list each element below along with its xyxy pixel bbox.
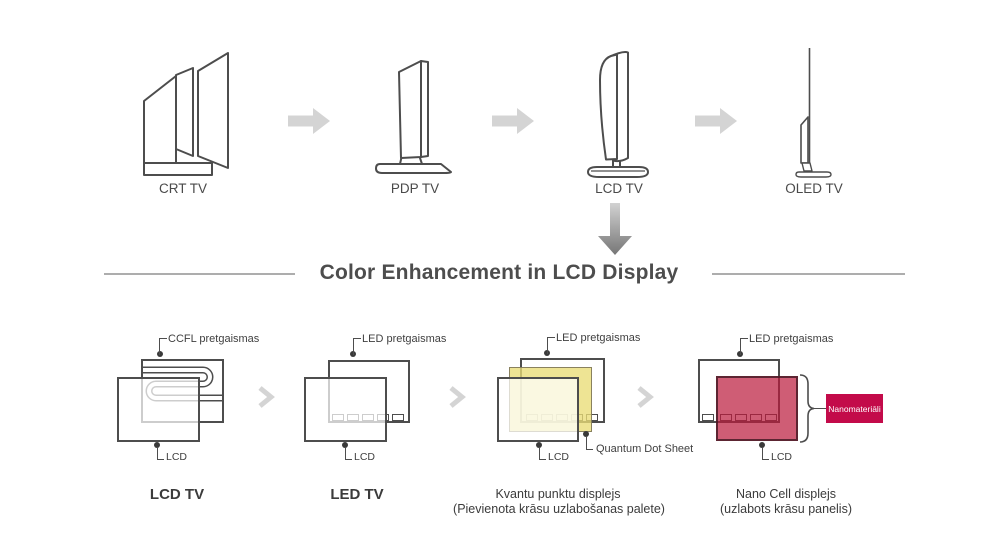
lcd-panel-rect [304,377,387,442]
section-title: Color Enhancement in LCD Display [319,261,679,284]
panel-label: LCD [771,451,793,463]
connector-dot [759,442,765,448]
down-arrow-icon [598,203,632,255]
diagram-title-quantum: Kvantu punktu displejs [495,487,621,501]
pdp-tv-label: PDP TV [390,181,440,196]
connector-bracket [739,338,748,355]
diagram-title-lcd-tv: LCD TV [149,486,205,503]
chevron-right-icon [258,386,275,408]
title-rule-right [712,273,905,275]
diagram-subtitle-nanocell: (uzlabots krāsu panelis) [719,502,853,516]
right-arrow-icon [288,108,330,134]
diagram-title-led-tv: LED TV [330,486,384,503]
diagram-title-nanocell: Nano Cell displejs [735,487,837,501]
crt-tv-icon [143,52,229,176]
right-arrow-icon [695,108,737,134]
panel-label: LCD [548,451,570,463]
led-strip [392,414,404,421]
connector-dot [154,442,160,448]
chevron-right-icon [637,386,654,408]
diagram-subtitle-quantum: (Pievienota krāsu uzlabošanas palete) [453,502,665,516]
backlight-label: LED pretgaismas [362,333,447,345]
backlight-label: LED pretgaismas [749,333,834,345]
connector-bracket [586,437,593,450]
lcd-panel-rect [117,377,200,442]
nanomaterials-badge: Nanomateriāli [826,394,883,423]
panel-label: LCD [166,451,188,463]
title-rule-left [104,273,295,275]
panel-label: LCD [354,451,376,463]
sheet-label: Quantum Dot Sheet [596,443,694,455]
oled-tv-icon [795,48,832,178]
connector-dot [536,442,542,448]
backlight-label: CCFL pretgaismas [168,333,260,345]
connector-bracket [345,448,352,460]
backlight-label: LED pretgaismas [556,332,641,344]
lcd-panel-rect [497,377,579,442]
connector-bracket [353,338,361,355]
connector-bracket [157,448,164,460]
nano-cell-panel-rect [716,376,798,441]
connector-bracket [159,338,167,355]
lcd-tv-icon [587,51,649,178]
pdp-tv-icon [375,60,452,174]
oled-tv-label: OLED TV [785,181,843,196]
badge-connector-line [813,407,826,409]
connector-dot [342,442,348,448]
right-arrow-icon [492,108,534,134]
connector-bracket [546,337,555,354]
led-strip [702,414,714,421]
connector-bracket [762,448,769,460]
chevron-right-icon [449,386,466,408]
lcd-tv-label: LCD TV [595,181,643,196]
crt-tv-label: CRT TV [158,181,208,196]
connector-bracket [539,448,546,460]
connector-dot [583,431,589,437]
